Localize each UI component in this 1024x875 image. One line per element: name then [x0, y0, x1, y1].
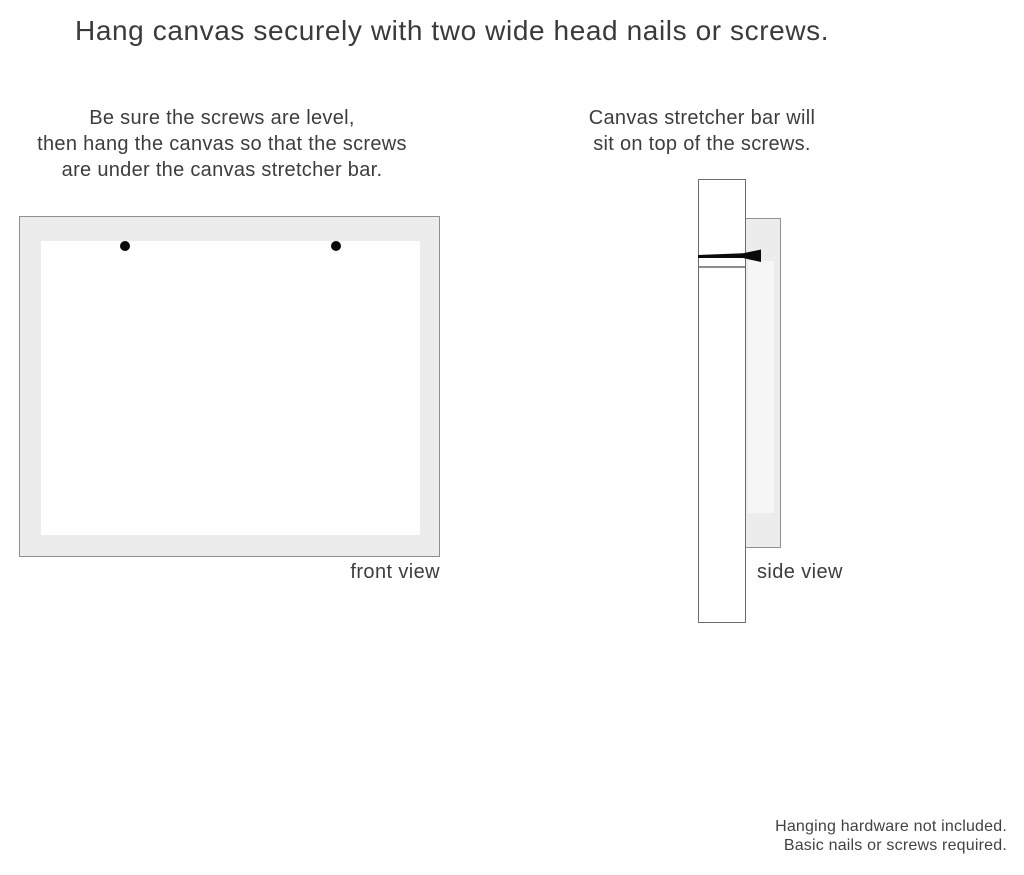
side-view-stretcher-bar	[698, 179, 746, 623]
side-view-instructions: Canvas stretcher bar will sit on top of …	[552, 105, 852, 157]
instruction-line: sit on top of the screws.	[593, 133, 811, 155]
screw-right-dot	[331, 241, 341, 251]
front-view-label: front view	[350, 561, 440, 583]
front-view-instructions: Be sure the screws are level, then hang …	[22, 105, 422, 183]
front-view-canvas-inner	[41, 241, 420, 535]
screw-left-dot	[120, 241, 130, 251]
footnote-line: Basic nails or screws required.	[783, 837, 1007, 854]
footnote: Hanging hardware not included. Basic nai…	[775, 817, 1007, 855]
nail-icon	[698, 249, 761, 262]
instruction-line: Canvas stretcher bar will	[588, 107, 816, 129]
stretcher-bar-joint-line	[699, 266, 745, 268]
instruction-line: are under the canvas stretcher bar.	[61, 159, 383, 181]
side-view-canvas-inner	[748, 261, 774, 513]
side-view-canvas	[745, 218, 781, 548]
footnote-line: Hanging hardware not included.	[775, 818, 1007, 835]
front-view-canvas-frame	[19, 216, 440, 557]
nail-shape	[698, 249, 761, 262]
side-view-label: side view	[757, 561, 843, 583]
instruction-line: then hang the canvas so that the screws	[37, 133, 407, 155]
page-title: Hang canvas securely with two wide head …	[75, 15, 830, 46]
instruction-line: Be sure the screws are level,	[89, 107, 355, 129]
